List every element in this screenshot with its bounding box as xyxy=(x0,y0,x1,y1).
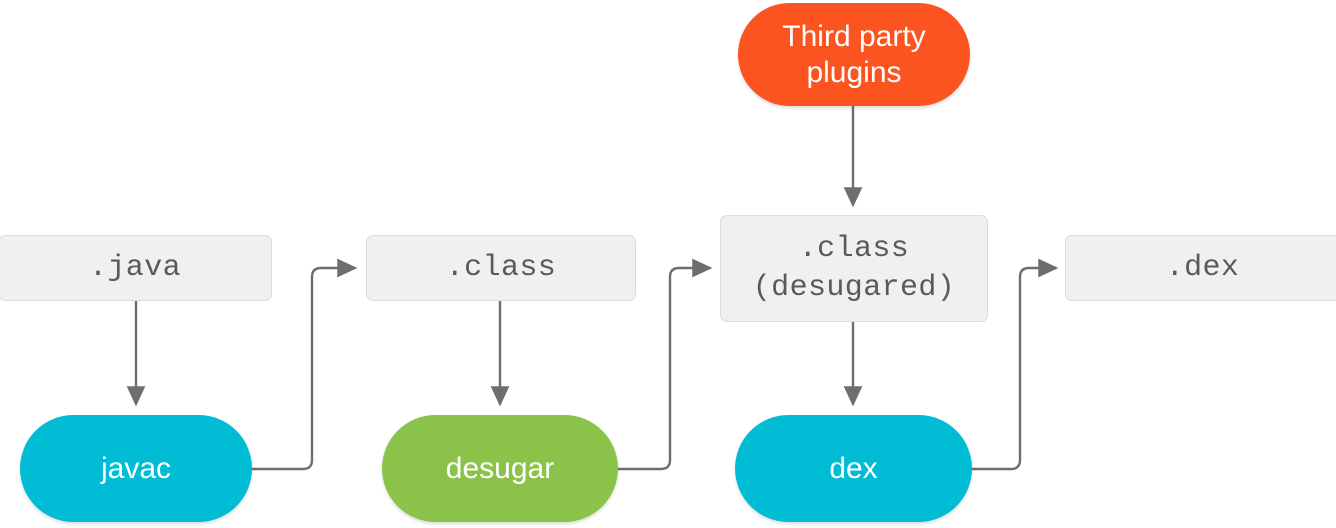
node-third-party-plugins[interactable]: Third party plugins xyxy=(738,3,970,106)
node-label-dexfile: .dex xyxy=(1165,250,1240,285)
node-label-dex: dex xyxy=(829,451,878,485)
node-label-class: .class xyxy=(445,250,557,285)
node-javac-tool[interactable]: javac xyxy=(20,415,252,522)
node-dex-tool[interactable]: dex xyxy=(735,415,972,522)
node-label-desugared-line2: (desugared) xyxy=(752,270,956,305)
node-label-java: .java xyxy=(88,250,181,285)
node-java-file[interactable]: .java xyxy=(0,235,272,301)
node-desugar-tool[interactable]: desugar xyxy=(382,415,618,522)
node-class-desugared-file[interactable]: .class (desugared) xyxy=(720,215,988,322)
node-label-desugar: desugar xyxy=(445,451,555,485)
node-class-file[interactable]: .class xyxy=(366,235,636,301)
node-label-plugins-line1: Third party xyxy=(782,19,926,53)
node-label-javac: javac xyxy=(100,451,172,485)
node-dex-file[interactable]: .dex xyxy=(1065,235,1336,301)
node-label-plugins-line2: plugins xyxy=(806,55,902,89)
node-label-desugared-line1: .class xyxy=(798,232,910,267)
